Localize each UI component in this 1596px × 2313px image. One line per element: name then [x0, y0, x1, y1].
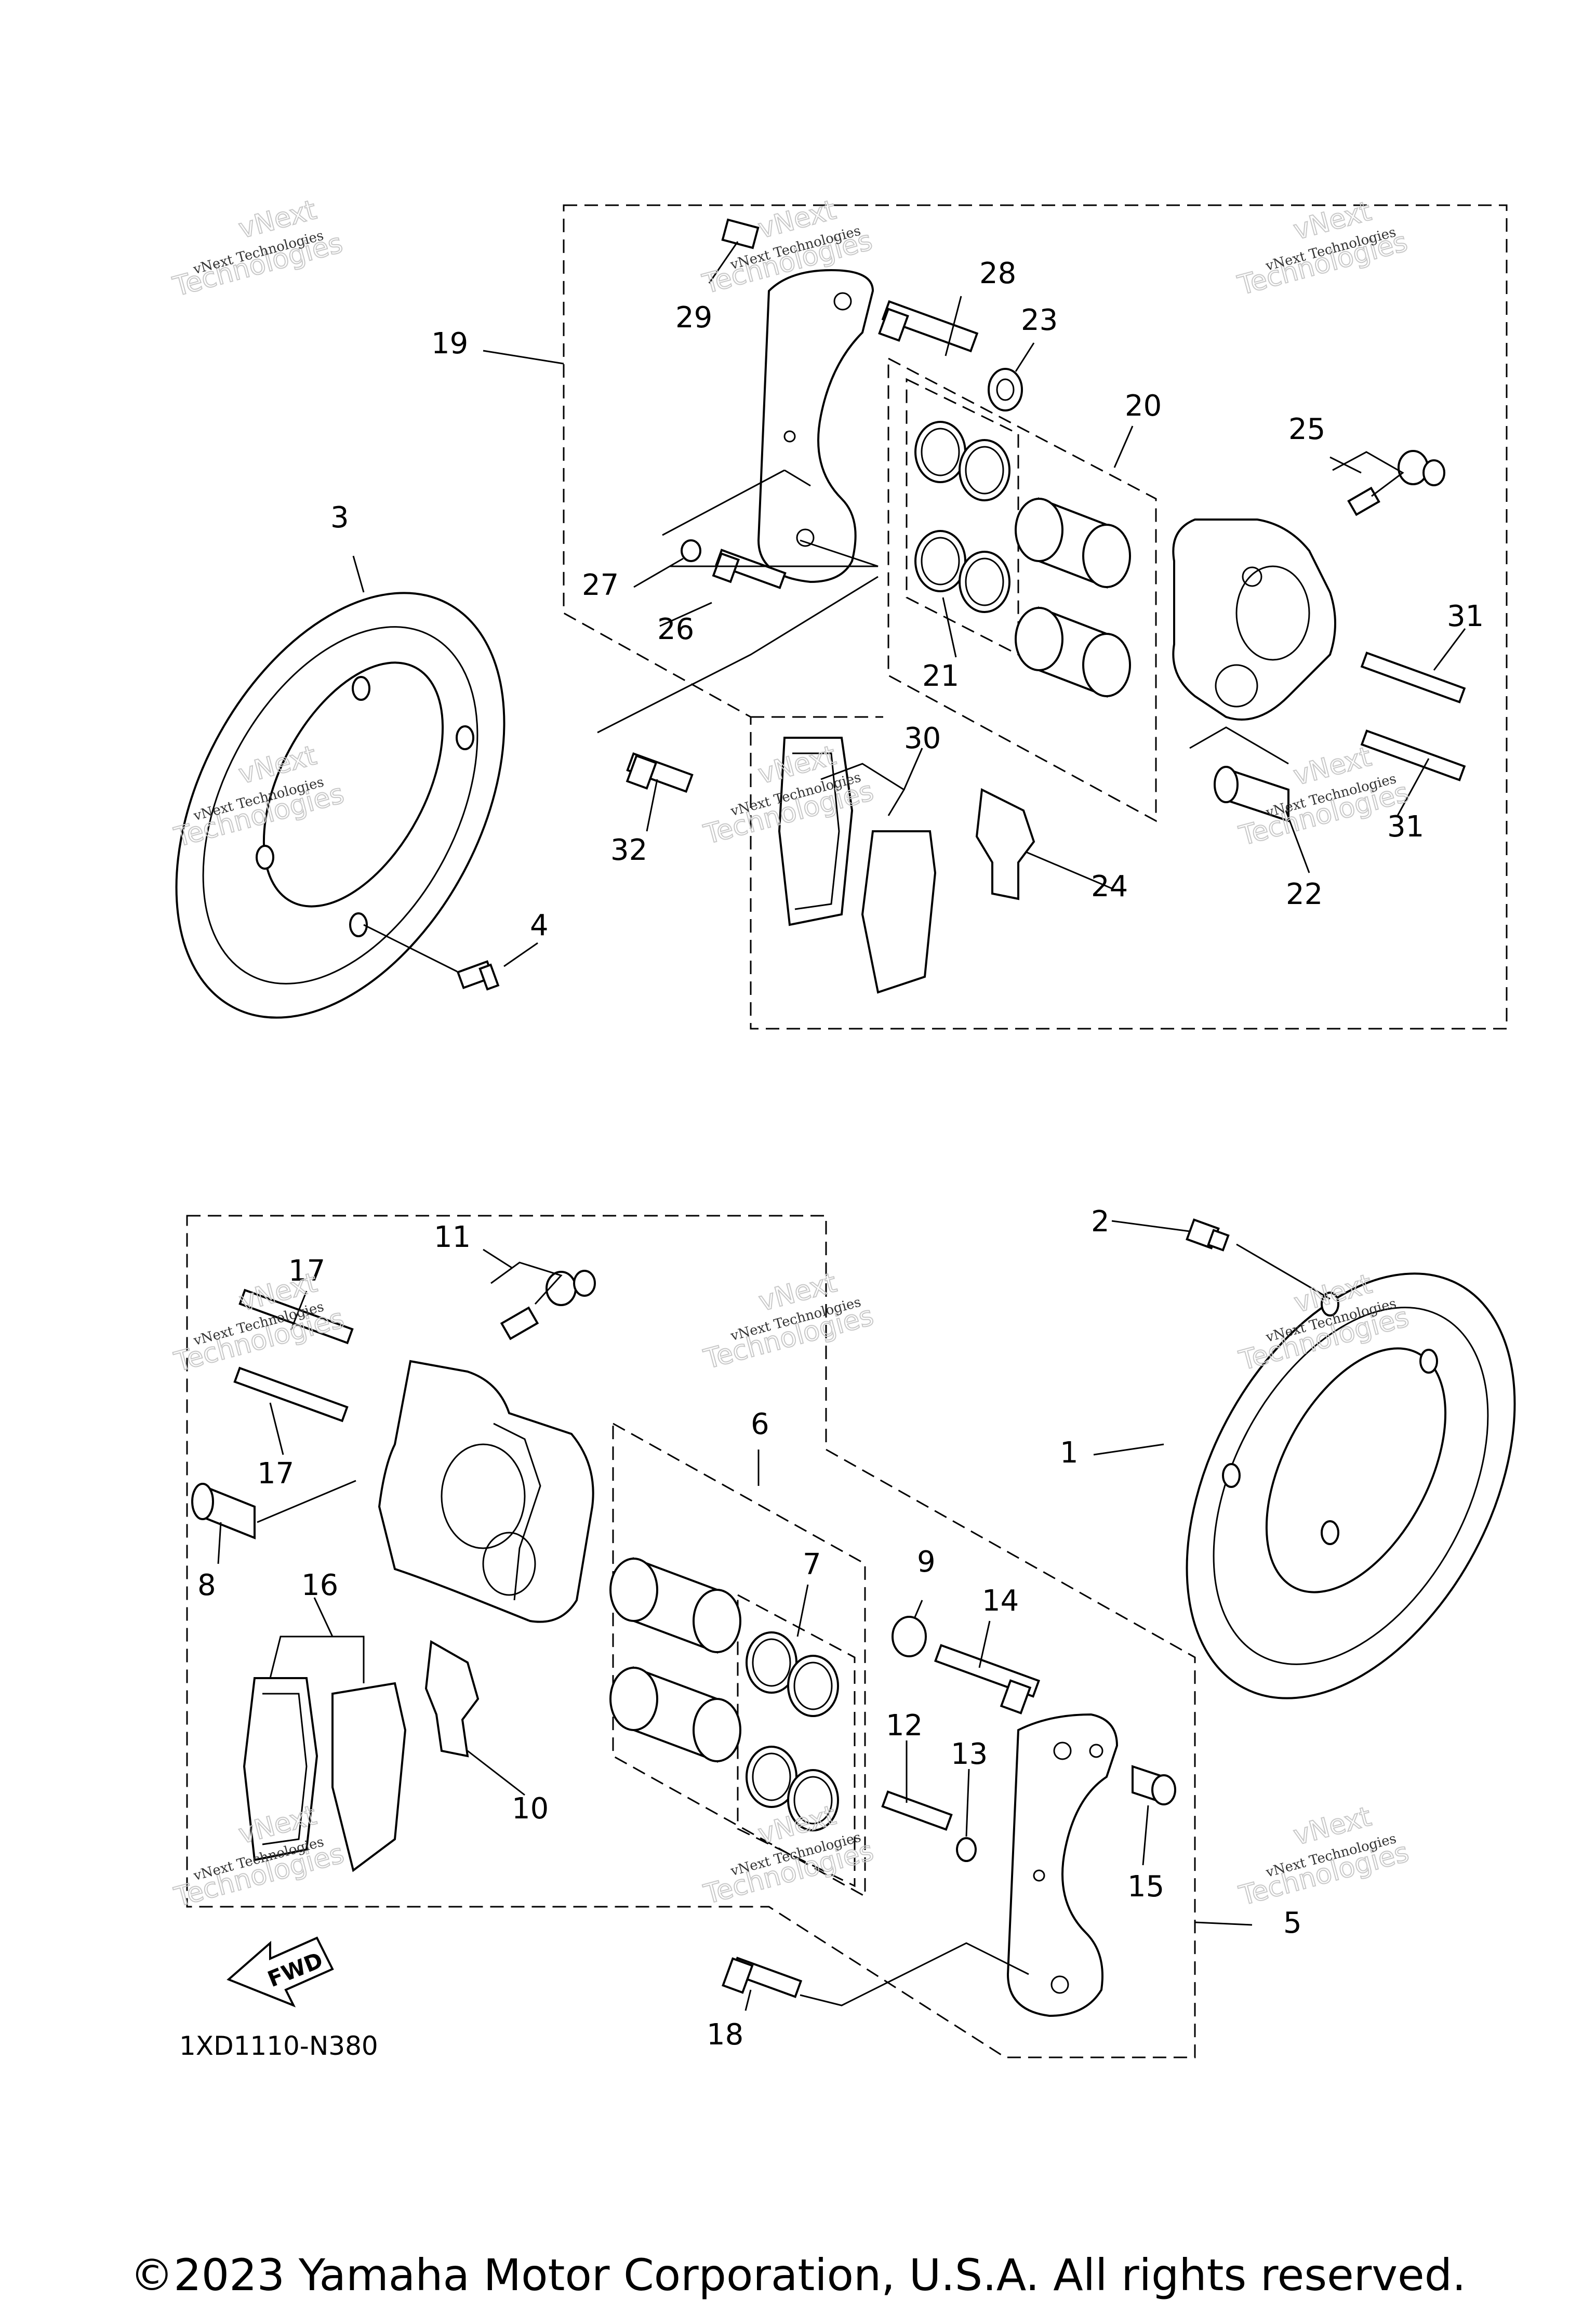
washer-13 — [956, 1837, 977, 1862]
group-outline-20 — [887, 357, 1157, 822]
pin-31-a — [1360, 652, 1466, 703]
callout-3: 3 — [330, 501, 349, 535]
watermark-8: vNext Technologies vNext Technologies — [700, 1267, 877, 1376]
pin-28 — [878, 300, 979, 353]
callout-16: 16 — [301, 1568, 338, 1602]
piston-seals-upper — [914, 421, 1010, 613]
bolt-4 — [456, 960, 500, 991]
sleeve-8 — [191, 1483, 256, 1539]
forward-arrow-icon: FWD — [227, 1936, 334, 2008]
bolt-26 — [712, 549, 787, 589]
group-outline-5 — [186, 1215, 1196, 2058]
watermark-1: vNext Technologies vNext Technologies — [169, 194, 347, 303]
callout-29: 29 — [675, 301, 712, 335]
callout-27: 27 — [582, 568, 619, 602]
caliper-bracket-lower — [1006, 1713, 1119, 2017]
bolt-15 — [1132, 1765, 1176, 1805]
pin-31-b — [1360, 729, 1466, 781]
callout-8: 8 — [197, 1568, 216, 1602]
piston-seals-lower — [746, 1631, 839, 1831]
callout-2: 2 — [1091, 1205, 1110, 1239]
callout-1: 1 — [1060, 1436, 1079, 1470]
bolt-2 — [1186, 1218, 1230, 1252]
bolt-18 — [722, 1957, 803, 1998]
bolt-32 — [626, 752, 694, 793]
group-outline-7 — [737, 1593, 856, 1887]
callout-10: 10 — [512, 1792, 549, 1826]
pin-14 — [934, 1644, 1041, 1714]
callout-21: 21 — [922, 659, 959, 693]
bolt-12 — [881, 1790, 953, 1831]
callout-31-upper: 31 — [1447, 600, 1484, 633]
callout-15: 15 — [1127, 1870, 1164, 1904]
diagram-code: 1XD1110-N380 — [179, 2031, 378, 2061]
group-outline-21 — [906, 378, 1019, 656]
pistons-upper — [1015, 497, 1131, 698]
callout-9: 9 — [917, 1545, 936, 1579]
callout-6: 6 — [751, 1407, 769, 1441]
callout-11: 11 — [434, 1220, 471, 1254]
callout-7: 7 — [803, 1548, 821, 1581]
callout-24: 24 — [1091, 870, 1128, 903]
callout-28: 28 — [979, 257, 1016, 290]
callout-31-lower: 31 — [1387, 810, 1424, 844]
callout-22: 22 — [1286, 878, 1323, 911]
washer-27 — [681, 539, 701, 562]
callout-23: 23 — [1021, 303, 1058, 337]
callout-25: 25 — [1288, 413, 1325, 446]
watermark-12: vNext Technologies vNext Technologies — [1235, 1801, 1413, 1912]
brake-disc-lower — [1186, 1272, 1516, 1699]
bleed-screw-25 — [1347, 450, 1445, 516]
brake-disc-upper — [175, 592, 506, 1019]
caliper-body-lower — [378, 1360, 594, 1623]
callout-17-upper: 17 — [288, 1254, 325, 1288]
callout-4: 4 — [530, 909, 549, 942]
group-outline-6 — [612, 1422, 866, 1898]
pin-17-b — [233, 1366, 349, 1423]
callout-13: 13 — [951, 1737, 988, 1771]
bleed-screw-11 — [500, 1270, 596, 1340]
callout-30: 30 — [904, 722, 941, 755]
callout-19: 19 — [431, 327, 468, 361]
callout-12: 12 — [886, 1709, 923, 1743]
caliper-body-upper — [1172, 519, 1336, 721]
pad-spring-24 — [975, 788, 1035, 900]
callout-26: 26 — [657, 613, 694, 646]
pad-spring-10 — [424, 1640, 480, 1758]
watermark-11: vNext Technologies vNext Technologies — [700, 1799, 877, 1911]
copyright-footer: ©2023 Yamaha Motor Corporation, U.S.A. A… — [130, 2250, 1466, 2301]
boot-23 — [988, 368, 1023, 411]
callout-32: 32 — [610, 833, 647, 867]
brake-pads-lower — [243, 1677, 407, 1872]
group-outline-19 — [563, 204, 1508, 1030]
callout-18: 18 — [707, 2018, 743, 2052]
screw-29 — [721, 218, 760, 249]
pistons-lower — [609, 1557, 741, 1763]
callout-17-lower: 17 — [257, 1457, 294, 1491]
boot-9 — [892, 1616, 927, 1657]
caliper-bracket-upper — [757, 269, 874, 583]
callout-5: 5 — [1283, 1906, 1302, 1940]
callout-14: 14 — [982, 1584, 1019, 1618]
sleeve-22 — [1214, 766, 1289, 822]
brake-pads-upper — [778, 737, 937, 994]
callout-20: 20 — [1125, 389, 1162, 423]
